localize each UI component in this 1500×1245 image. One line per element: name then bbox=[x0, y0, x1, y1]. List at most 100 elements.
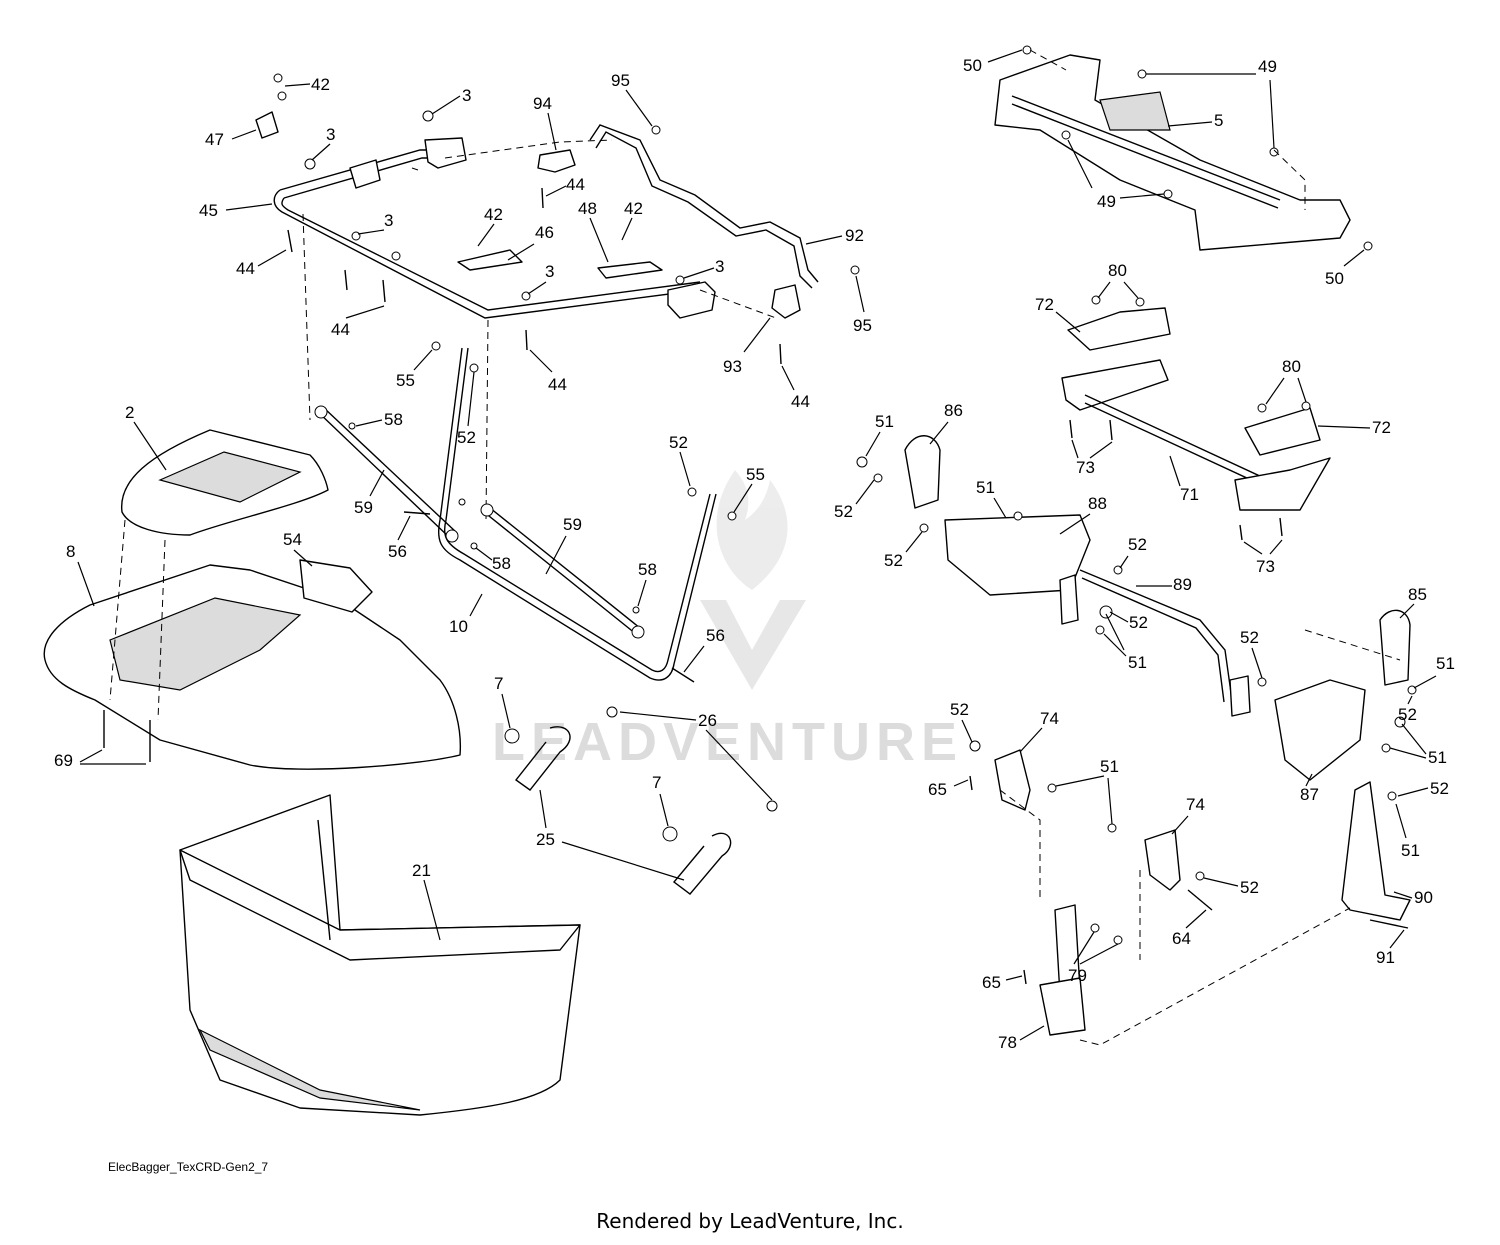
collection-bag bbox=[179, 794, 581, 1116]
leadventure-watermark: LEADVENTURE bbox=[492, 470, 963, 772]
callout-label: 58 bbox=[384, 410, 403, 429]
callout-label: 86 bbox=[944, 401, 963, 420]
callout-label: 51 bbox=[1128, 653, 1147, 672]
callout-label: 3 bbox=[326, 125, 335, 144]
callout-label: 73 bbox=[1076, 458, 1095, 477]
callout-label: 44 bbox=[566, 175, 585, 194]
callout-label: 72 bbox=[1372, 418, 1391, 437]
callout-label: 71 bbox=[1180, 485, 1199, 504]
callout-label: 2 bbox=[125, 403, 134, 422]
callout-label: 44 bbox=[331, 320, 350, 339]
callout-label: 56 bbox=[388, 542, 407, 561]
callout-label: 52 bbox=[1240, 628, 1259, 647]
callout-label: 44 bbox=[236, 259, 255, 278]
callout-label: 52 bbox=[950, 700, 969, 719]
callout-label: 58 bbox=[638, 560, 657, 579]
callout-label: 88 bbox=[1088, 494, 1107, 513]
callout-label: 79 bbox=[1068, 966, 1087, 985]
callout-label: 59 bbox=[354, 498, 373, 517]
callout-label: 58 bbox=[492, 554, 511, 573]
callout-group: 42 3 95 94 47 3 45 44 42 48 42 3 46 92 4… bbox=[54, 49, 1455, 1052]
footer-credit: Rendered by LeadVenture, Inc. bbox=[596, 1209, 904, 1233]
callout-label: 65 bbox=[928, 780, 947, 799]
callout-label: 52 bbox=[1430, 779, 1449, 798]
callout-label: 49 bbox=[1258, 57, 1277, 76]
callout-label: 92 bbox=[845, 226, 864, 245]
callout-label: 3 bbox=[715, 257, 724, 276]
callout-label: 51 bbox=[1100, 757, 1119, 776]
drawing-code: ElecBagger_TexCRD-Gen2_7 bbox=[108, 1160, 269, 1174]
callout-label: 3 bbox=[462, 86, 471, 105]
callout-label: 7 bbox=[494, 674, 503, 693]
callout-label: 55 bbox=[746, 465, 765, 484]
callout-label: 93 bbox=[723, 357, 742, 376]
callout-label: 87 bbox=[1300, 785, 1319, 804]
callout-label: 94 bbox=[533, 94, 552, 113]
callout-label: 85 bbox=[1408, 585, 1427, 604]
callout-label: 52 bbox=[457, 428, 476, 447]
callout-label: 26 bbox=[698, 711, 717, 730]
callout-label: 89 bbox=[1173, 575, 1192, 594]
callout-label: 42 bbox=[624, 199, 643, 218]
watermark-text: LEADVENTURE bbox=[492, 712, 963, 772]
lift-shaft-assembly bbox=[1061, 295, 1331, 541]
callout-label: 51 bbox=[1428, 748, 1447, 767]
callout-label: 52 bbox=[834, 502, 853, 521]
callout-label: 45 bbox=[199, 201, 218, 220]
callout-label: 73 bbox=[1256, 557, 1275, 576]
callout-label: 52 bbox=[669, 433, 688, 452]
callout-label: 74 bbox=[1040, 709, 1059, 728]
callout-label: 51 bbox=[875, 412, 894, 431]
actuator-assembly bbox=[969, 740, 1411, 1046]
callout-label: 51 bbox=[1436, 654, 1455, 673]
callout-label: 51 bbox=[976, 478, 995, 497]
upper-rail-assembly bbox=[994, 45, 1373, 251]
callout-label: 3 bbox=[384, 211, 393, 230]
callout-label: 51 bbox=[1401, 841, 1420, 860]
callout-label: 42 bbox=[311, 75, 330, 94]
callout-label: 59 bbox=[563, 515, 582, 534]
callout-label: 46 bbox=[535, 223, 554, 242]
callout-label: 52 bbox=[1240, 878, 1259, 897]
callout-label: 44 bbox=[791, 392, 810, 411]
callout-label: 95 bbox=[853, 316, 872, 335]
spring-latches bbox=[504, 706, 778, 895]
callout-label: 90 bbox=[1414, 888, 1433, 907]
callout-label: 72 bbox=[1035, 295, 1054, 314]
callout-label: 80 bbox=[1282, 357, 1301, 376]
callout-label: 55 bbox=[396, 371, 415, 390]
callout-label: 42 bbox=[484, 205, 503, 224]
callout-label: 95 bbox=[611, 71, 630, 90]
callout-label: 7 bbox=[652, 773, 661, 792]
linkage-rods bbox=[314, 341, 737, 683]
callout-label: 5 bbox=[1214, 111, 1223, 130]
callout-label: 50 bbox=[963, 56, 982, 75]
callout-label: 52 bbox=[1398, 705, 1417, 724]
callout-label: 64 bbox=[1172, 929, 1191, 948]
callout-label: 91 bbox=[1376, 948, 1395, 967]
callout-label: 69 bbox=[54, 751, 73, 770]
callout-label: 44 bbox=[548, 375, 567, 394]
callout-label: 50 bbox=[1325, 269, 1344, 288]
callout-label: 80 bbox=[1108, 261, 1127, 280]
callout-label: 25 bbox=[536, 830, 555, 849]
callout-label: 54 bbox=[283, 530, 302, 549]
callout-label: 48 bbox=[578, 199, 597, 218]
callout-label: 78 bbox=[998, 1033, 1017, 1052]
callout-label: 52 bbox=[1128, 535, 1147, 554]
callout-label: 74 bbox=[1186, 795, 1205, 814]
callout-label: 52 bbox=[884, 551, 903, 570]
bag-frame-assembly bbox=[255, 73, 860, 521]
lift-arm-assembly bbox=[856, 435, 1417, 801]
callout-label: 56 bbox=[706, 626, 725, 645]
callout-label: 3 bbox=[545, 262, 554, 281]
callout-label: 52 bbox=[1129, 613, 1148, 632]
callout-label: 21 bbox=[412, 861, 431, 880]
callout-label: 8 bbox=[66, 542, 75, 561]
callout-label: 65 bbox=[982, 973, 1001, 992]
bagger-covers bbox=[43, 429, 462, 770]
callout-label: 49 bbox=[1097, 192, 1116, 211]
callout-label: 47 bbox=[205, 130, 224, 149]
callout-label: 10 bbox=[449, 617, 468, 636]
